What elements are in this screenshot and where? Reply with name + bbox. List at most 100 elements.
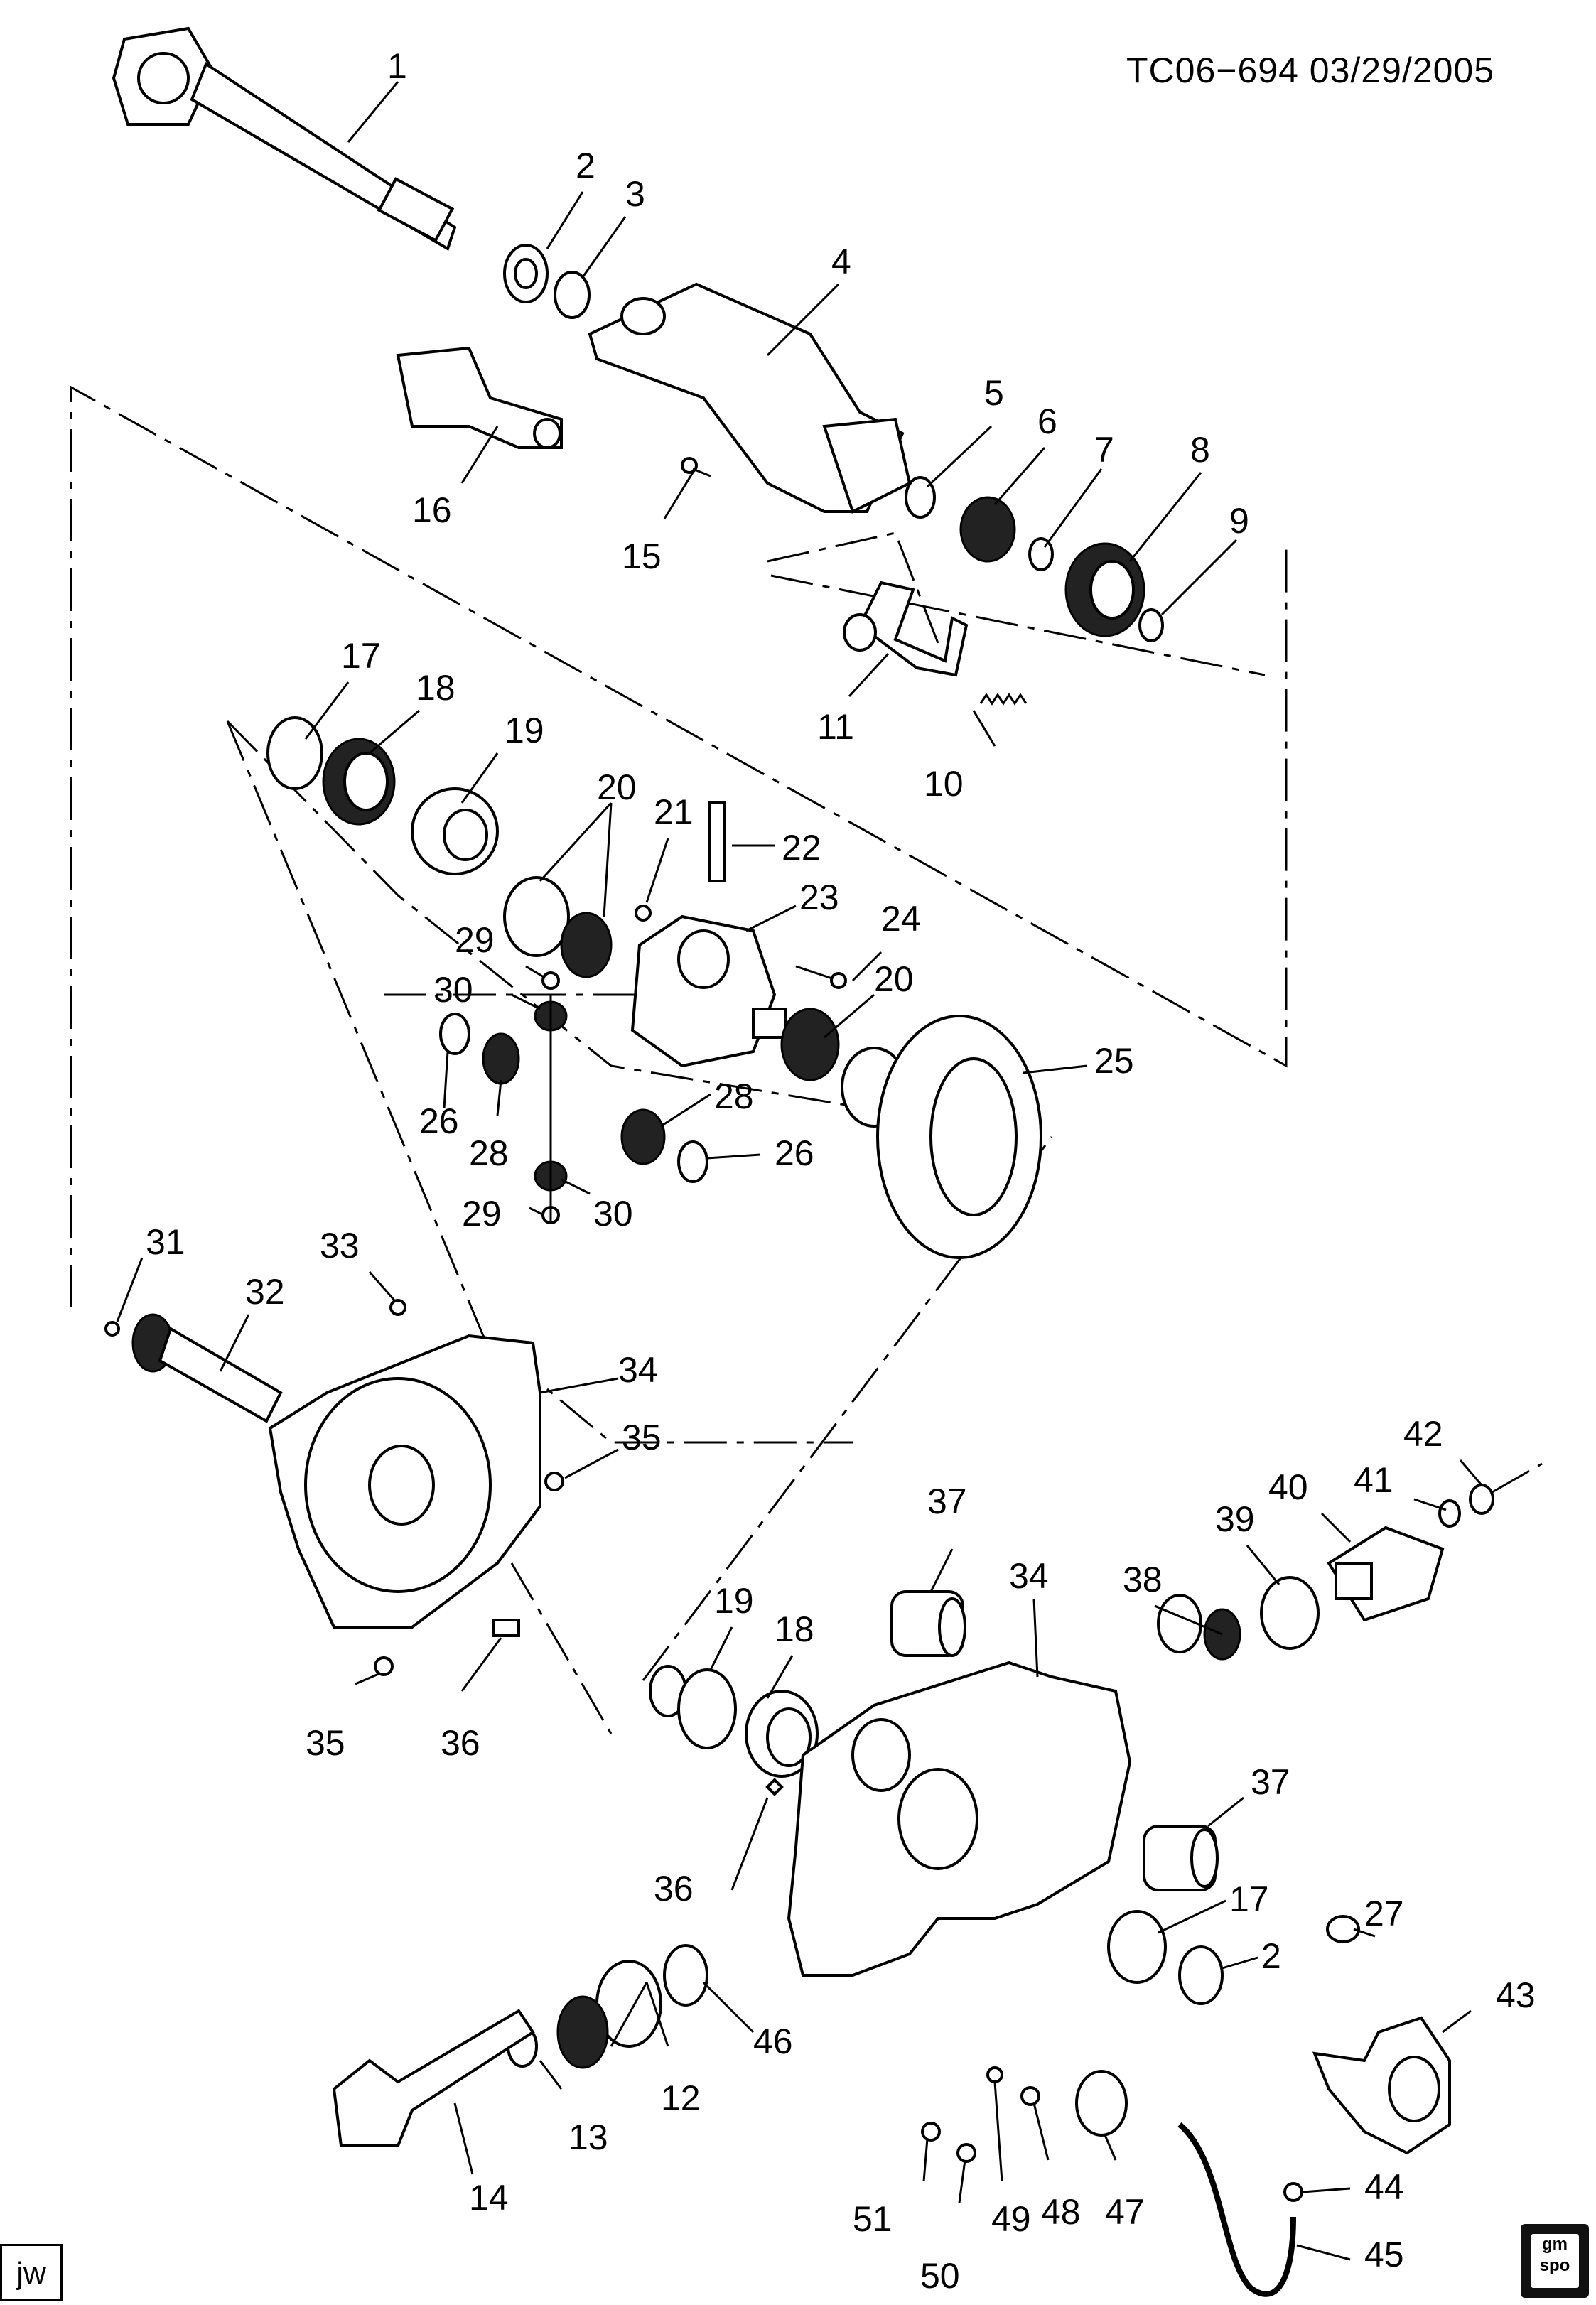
callout-label: 36 [654, 1869, 694, 1909]
callout-label: 20 [874, 959, 914, 999]
callout-label: 29 [462, 1194, 502, 1234]
intermediate-shaft [396, 346, 563, 449]
callout-label: 26 [775, 1133, 814, 1173]
callout-label: 51 [853, 2199, 893, 2239]
snap-ring [905, 476, 936, 519]
callout-label: 19 [505, 711, 544, 750]
callout-label: 40 [1268, 1467, 1308, 1507]
callout-label: 2 [1261, 1936, 1281, 1976]
callout-label: 50 [920, 2256, 960, 2296]
callout-label: 46 [753, 2021, 793, 2061]
callout-label: 29 [455, 920, 495, 960]
vent-fitting [492, 1619, 520, 1637]
callout-label: 44 [1364, 2167, 1404, 2207]
pinion-shaft [708, 801, 726, 882]
artist-initials-box: jw [0, 2244, 63, 2301]
input-pinion-shaft [131, 1313, 283, 1423]
callout-label: 47 [1105, 2192, 1145, 2232]
thrust-washer [1138, 608, 1164, 642]
axle-shaft [112, 26, 457, 251]
callout-label: 24 [881, 899, 921, 939]
gm-spo-logo-text: gm spo [1531, 2234, 1579, 2288]
gm-spo-logo: gm spo [1521, 2224, 1589, 2298]
callout-label: 43 [1496, 1975, 1536, 2015]
callout-label: 12 [661, 2078, 701, 2118]
differential-assembly [266, 716, 1042, 1259]
drive-pinion-assembly [332, 1944, 708, 2147]
callout-label: 34 [1009, 1556, 1049, 1596]
callout-label: 7 [1094, 430, 1114, 470]
shift-spring [979, 693, 1028, 706]
differential-housing-left [104, 1299, 564, 1676]
callout-label: 37 [927, 1481, 967, 1521]
callout-label: 36 [441, 1723, 480, 1763]
axle-shaft-assembly [112, 26, 1164, 706]
axle-bearing [554, 271, 591, 319]
callout-label: 34 [618, 1350, 658, 1390]
callout-label: 27 [1364, 1894, 1404, 1933]
housing-bolt-33 [389, 1299, 406, 1316]
plug [104, 1321, 120, 1337]
callout-label: 6 [1037, 401, 1057, 441]
pinion-washer [541, 971, 560, 990]
callout-label: 37 [1251, 1762, 1290, 1802]
callout-label: 10 [924, 764, 964, 804]
callout-label: 38 [1123, 1560, 1163, 1599]
callout-label: 30 [593, 1194, 633, 1234]
callout-label: 18 [775, 1609, 814, 1649]
diagram-code: TC06−694 03/29/2005 [1126, 50, 1495, 90]
callout-label: 33 [320, 1226, 360, 1265]
callouts: 1 2 3 4 5 6 7 8 9 10 11 12 13 14 15 16 1… [116, 46, 1536, 2296]
callout-label: 49 [991, 2199, 1031, 2239]
callout-label: 30 [433, 970, 473, 1010]
callout-label: 2 [576, 146, 595, 185]
vent-hose [1177, 2122, 1296, 2297]
side-gear-washer [439, 1013, 470, 1055]
bushing-upper [890, 1590, 966, 1657]
axle-tube-housing [588, 282, 912, 514]
callout-label: 11 [817, 707, 854, 747]
callout-label: 5 [984, 373, 1004, 413]
callout-label: 20 [597, 767, 637, 807]
callout-label: 14 [469, 2178, 509, 2218]
callout-label: 48 [1041, 2192, 1081, 2232]
ring-gear [876, 1015, 1042, 1259]
fill-plug [765, 1778, 784, 1796]
callout-label: 45 [1364, 2235, 1404, 2274]
callout-label: 32 [245, 1272, 285, 1312]
callout-label: 1 [387, 46, 407, 86]
callout-label: 39 [1215, 1499, 1255, 1539]
side-bearing [560, 912, 613, 978]
callout-label: 31 [146, 1222, 185, 1262]
dowel-pin [544, 1472, 564, 1491]
shift-fork [843, 581, 969, 677]
retaining-ring [1028, 537, 1054, 571]
clutch-gear [959, 496, 1016, 563]
bushing-lower [1143, 1825, 1219, 1891]
callout-label: 13 [568, 2117, 608, 2157]
lock-screw [635, 905, 652, 922]
differential-housing-right [649, 1484, 1494, 2297]
differential-case [630, 914, 787, 1068]
drive-pinion-gear [332, 2009, 535, 2147]
bearing-race [503, 876, 570, 957]
housing-half [268, 1334, 541, 1629]
callout-label: 17 [341, 636, 381, 676]
callout-label: 35 [306, 1723, 345, 1763]
callout-label: 41 [1354, 1460, 1393, 1500]
callout-label: 15 [622, 536, 662, 576]
callout-label: 35 [622, 1418, 662, 1457]
callout-label: 28 [469, 1133, 509, 1173]
artist-initials: jw [16, 2256, 46, 2291]
callout-label: 17 [1229, 1879, 1269, 1919]
callout-label: 4 [831, 242, 851, 281]
callout-label: 42 [1403, 1414, 1443, 1454]
callout-label: 9 [1229, 501, 1249, 541]
callout-label: 3 [625, 174, 645, 214]
main-housing [787, 1661, 1132, 1977]
callout-label: 18 [416, 668, 455, 708]
callout-label: 8 [1190, 430, 1210, 470]
pinion-yoke [1327, 1526, 1445, 1622]
callout-label: 23 [799, 878, 839, 917]
